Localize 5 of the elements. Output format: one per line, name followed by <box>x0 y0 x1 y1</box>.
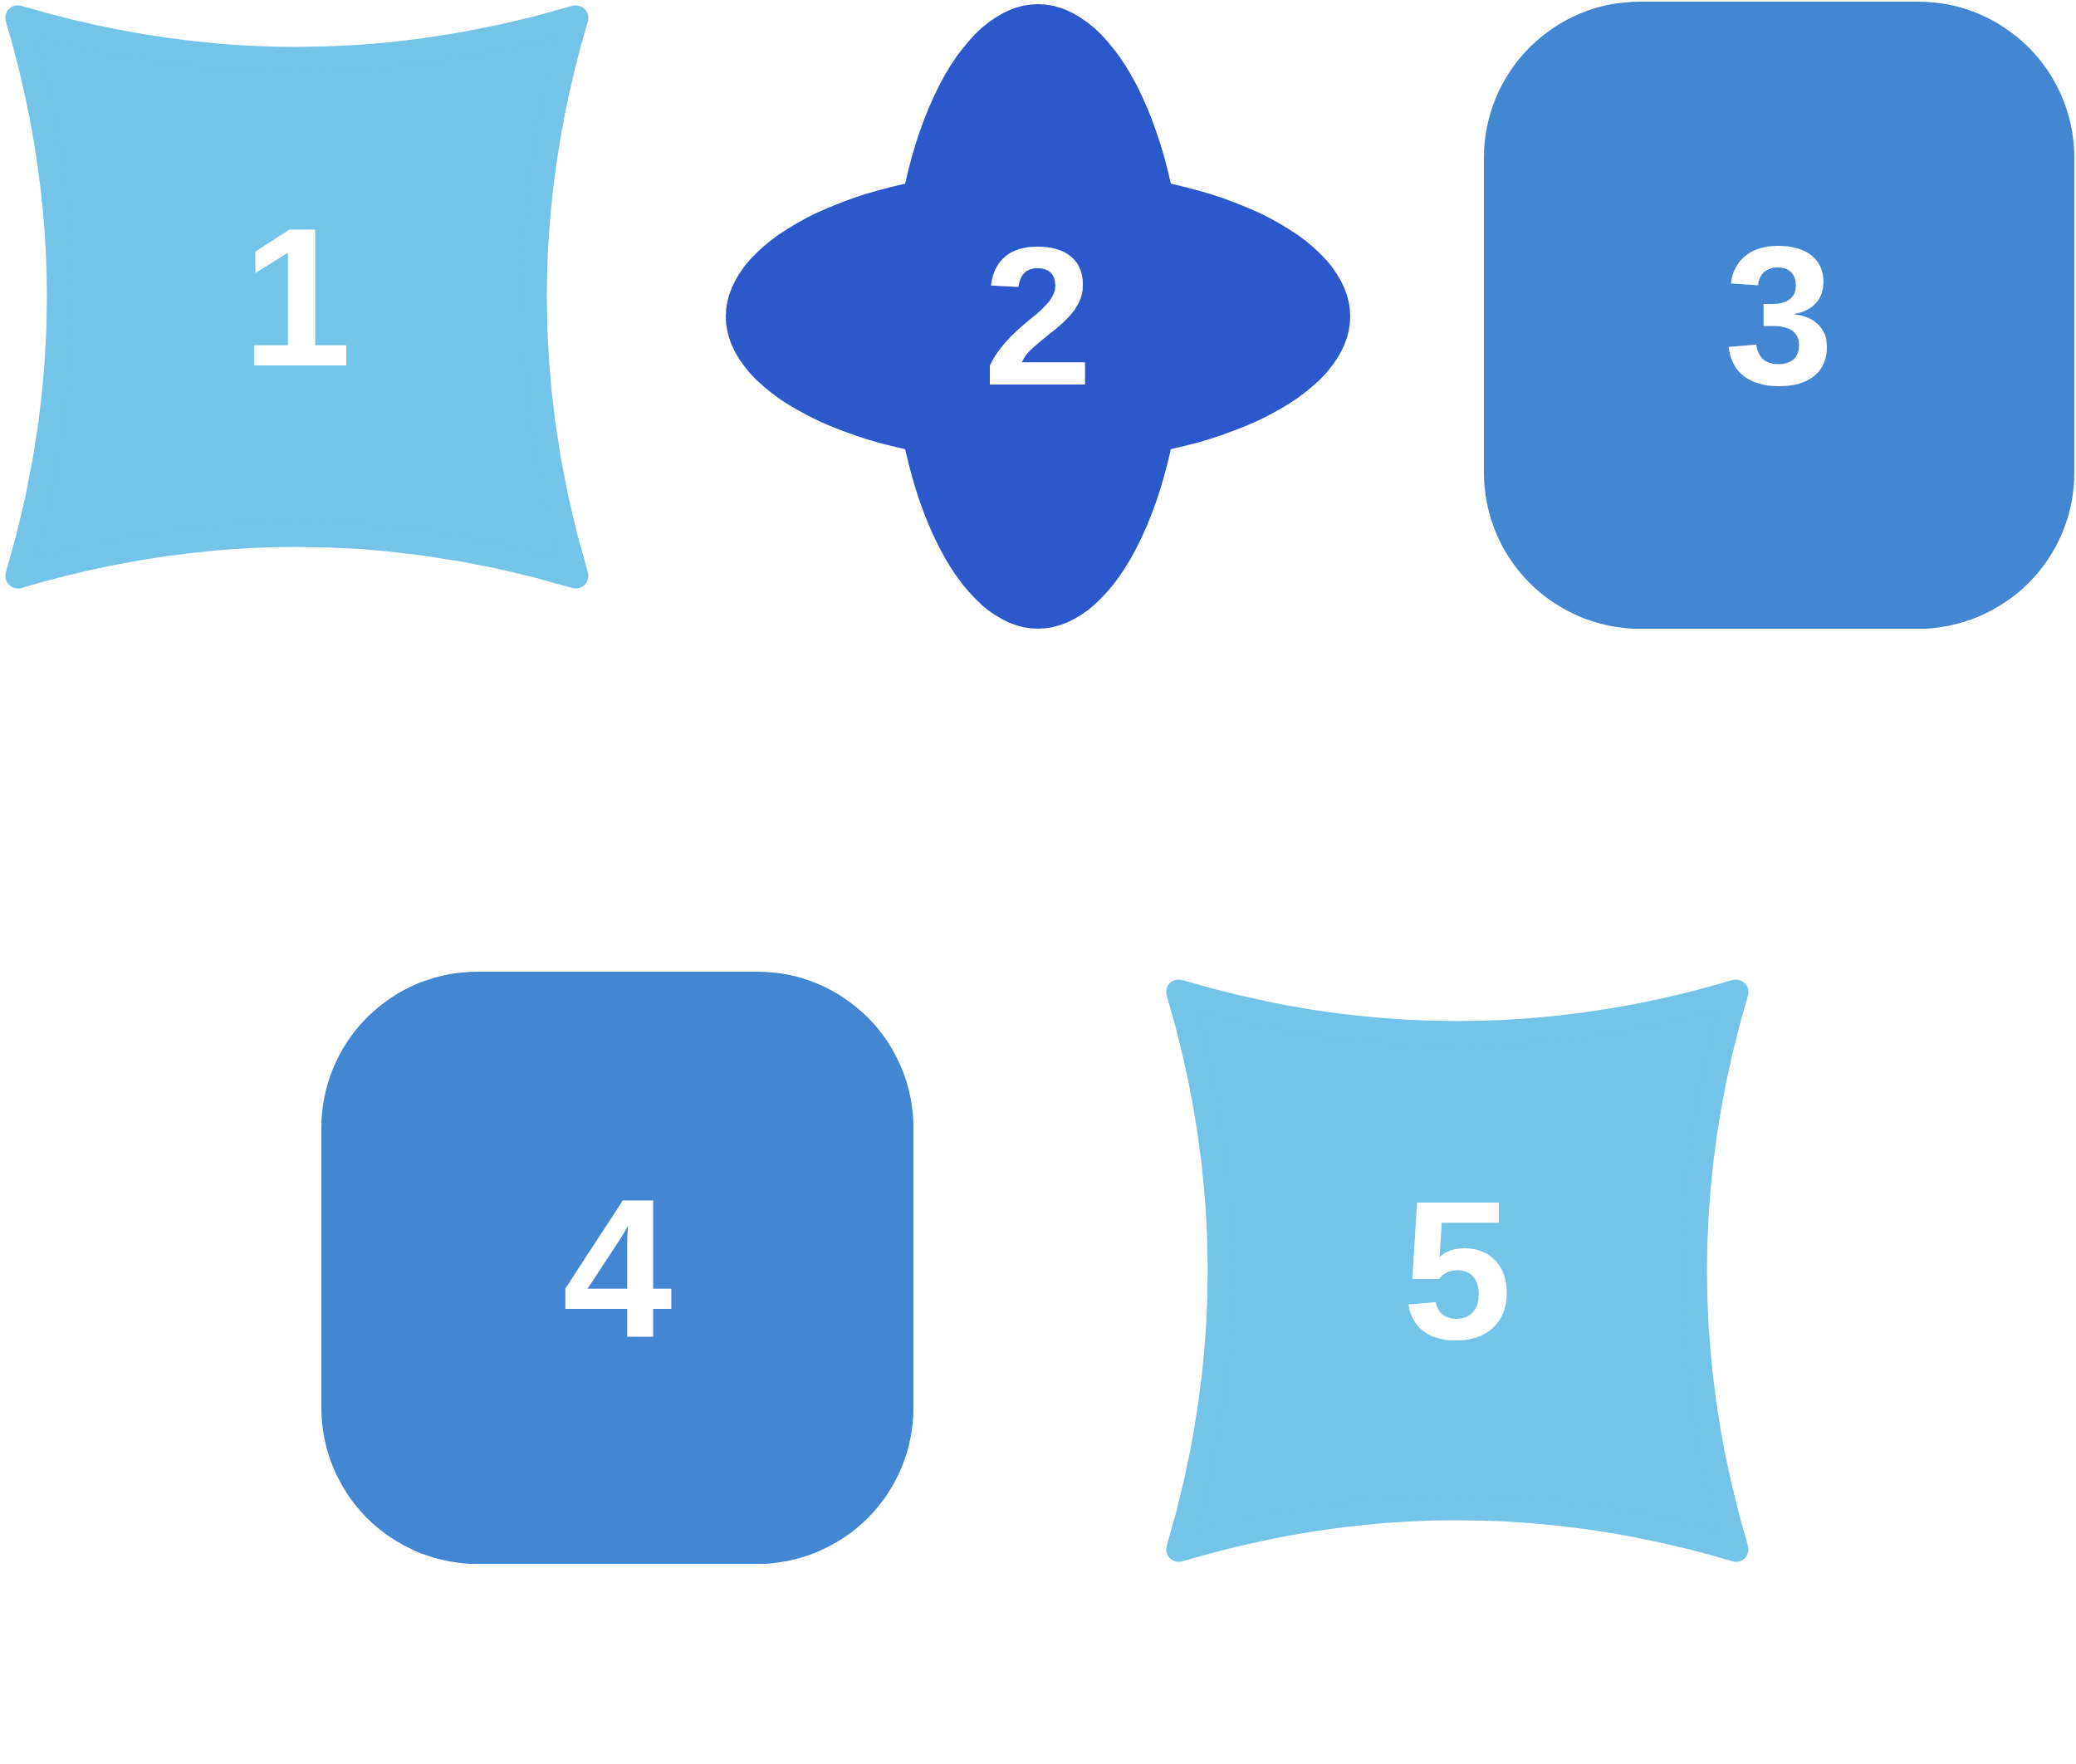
number-label: 1 <box>242 198 352 396</box>
number-label: 3 <box>1724 216 1834 414</box>
number-label: 2 <box>982 218 1094 415</box>
number-label: 4 <box>562 1169 673 1367</box>
number-label: 5 <box>1402 1172 1513 1370</box>
